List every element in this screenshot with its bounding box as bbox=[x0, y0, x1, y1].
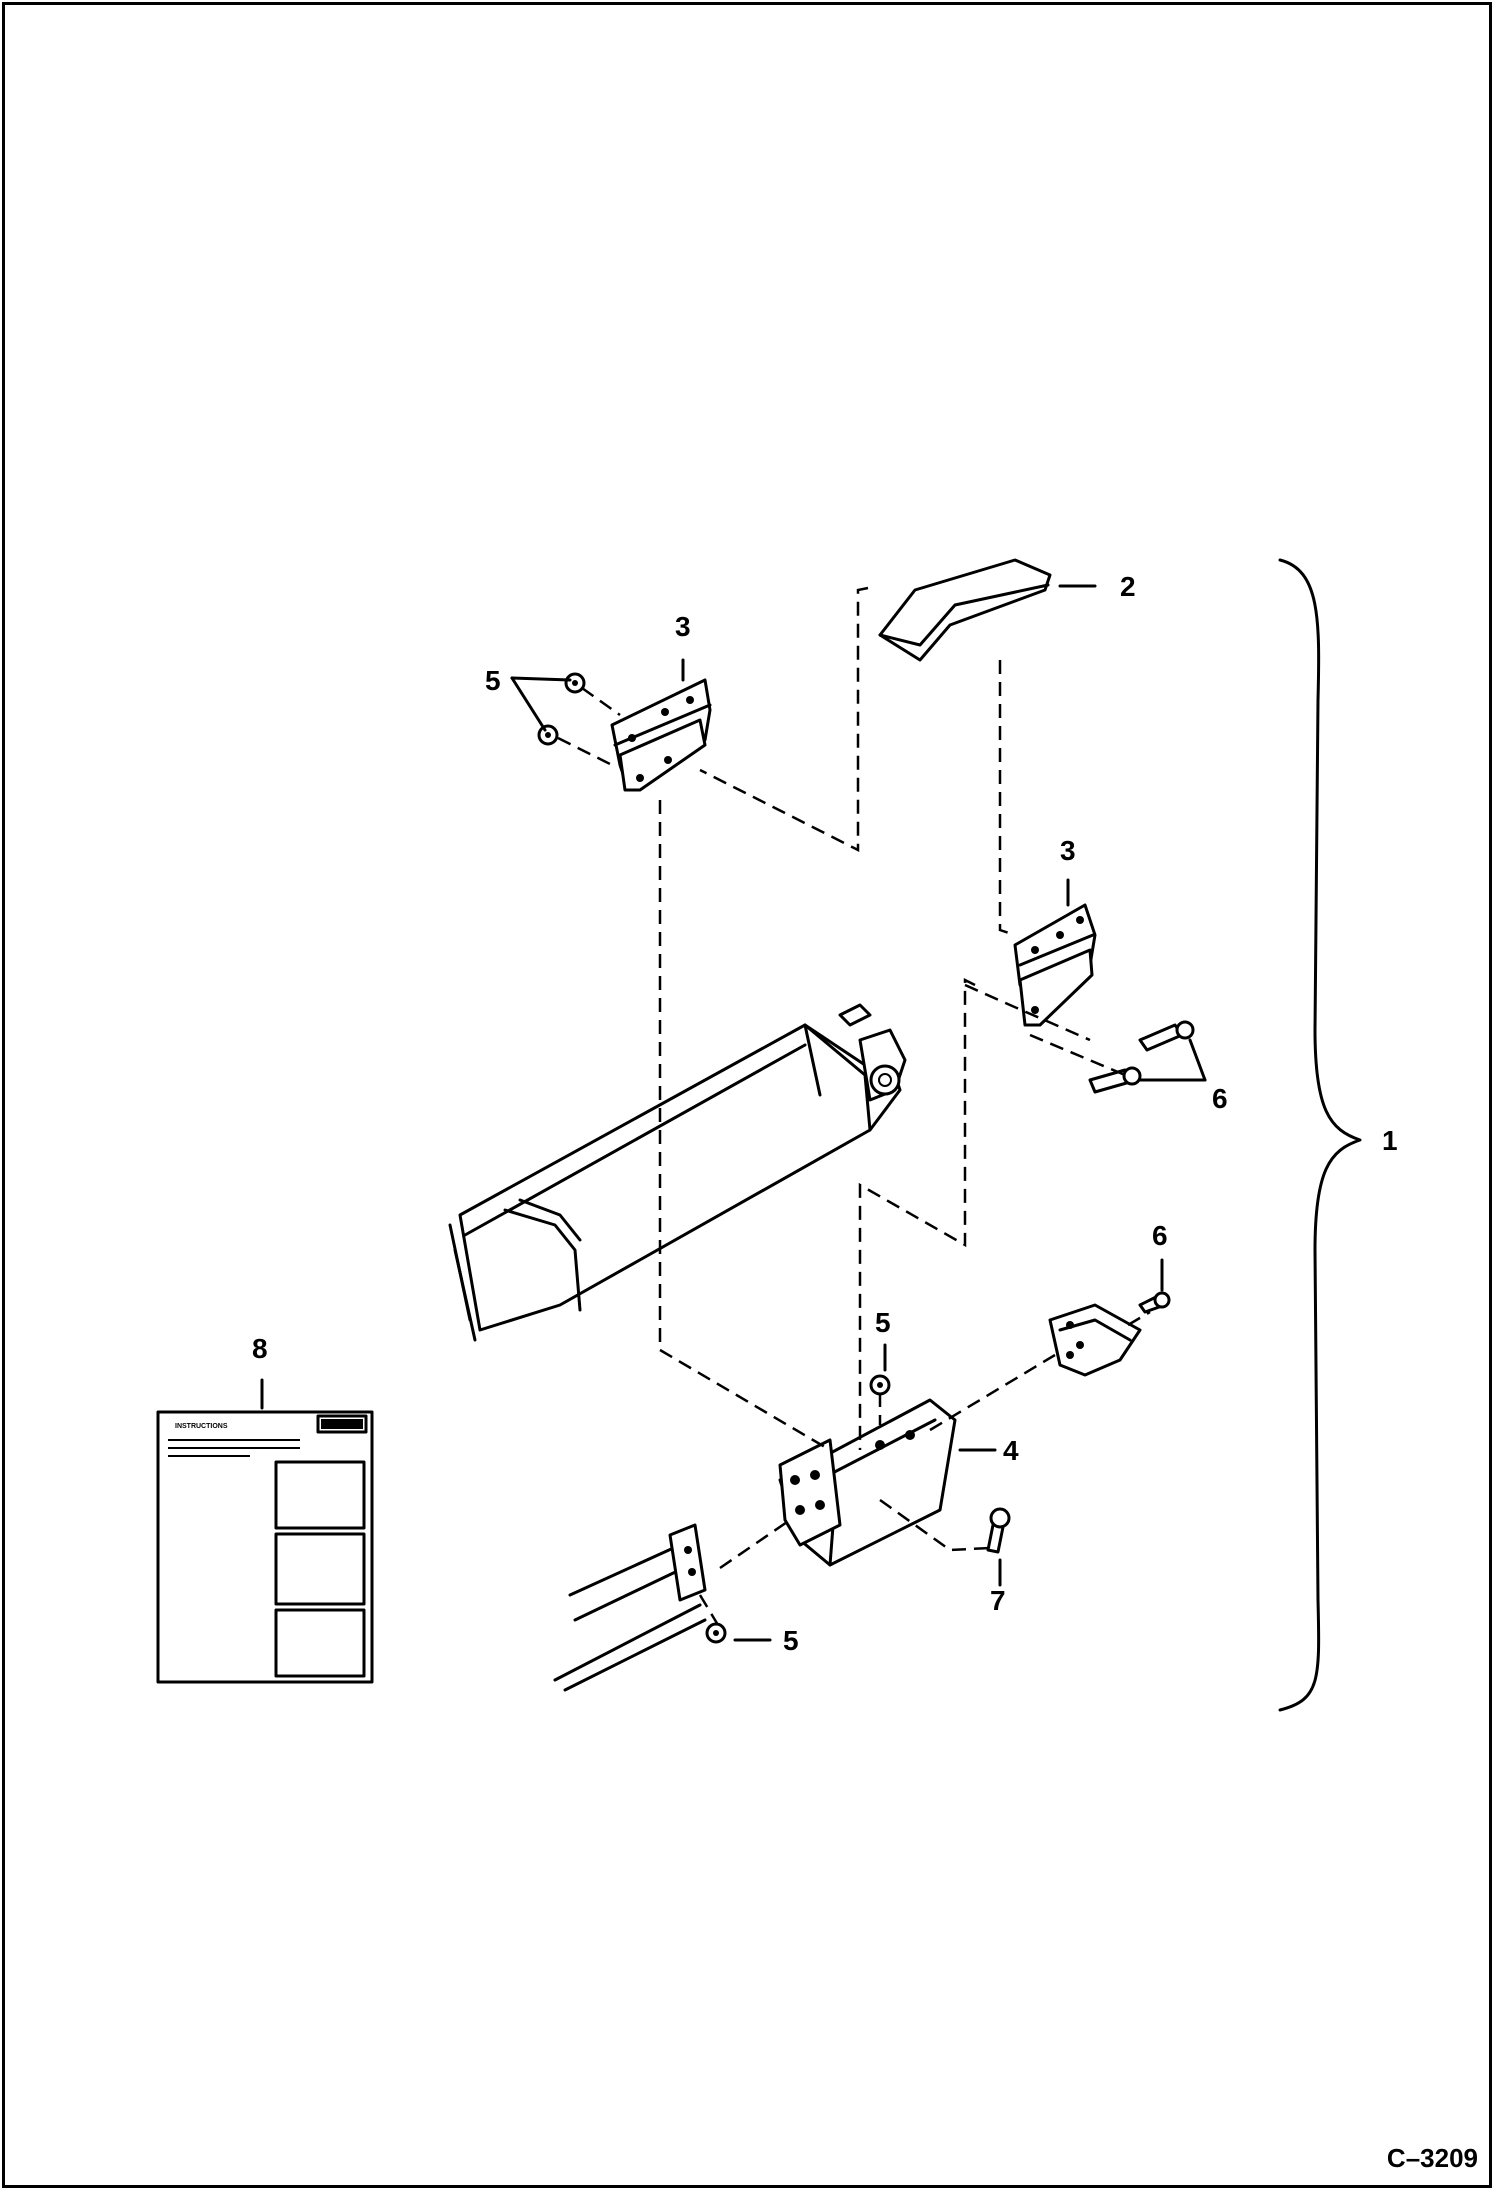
callout-2: 2 bbox=[1120, 571, 1136, 602]
callout-6-right: 6 bbox=[1212, 1083, 1228, 1114]
boom-arm bbox=[448, 1003, 907, 1342]
part-3-bracket-upper bbox=[610, 678, 712, 792]
part-7-bolt bbox=[986, 1507, 1011, 1554]
clip-bracket-right bbox=[1048, 1303, 1142, 1377]
assembly-dashed-lines bbox=[557, 586, 1151, 1626]
figure-id: C–3209 bbox=[1386, 2143, 1478, 2173]
decal-title: INSTRUCTIONS bbox=[175, 1423, 228, 1430]
leader-lines bbox=[260, 584, 1207, 1642]
callout-5-lower: 5 bbox=[783, 1625, 799, 1656]
part-2-pad bbox=[878, 558, 1052, 662]
lower-boom-section bbox=[553, 1523, 707, 1692]
part-6-bolts bbox=[1088, 1020, 1195, 1314]
callout-1: 1 bbox=[1382, 1125, 1398, 1156]
callout-7: 7 bbox=[990, 1585, 1006, 1616]
part-8-instruction-decal: INSTRUCTIONS bbox=[156, 1410, 374, 1684]
callout-5-middle: 5 bbox=[875, 1307, 891, 1338]
callout-6-lower: 6 bbox=[1152, 1220, 1168, 1251]
callout-4: 4 bbox=[1003, 1435, 1019, 1466]
callout-8: 8 bbox=[252, 1333, 268, 1364]
part-4-u-bracket bbox=[778, 1398, 957, 1567]
callout-3-upper: 3 bbox=[675, 611, 691, 642]
part-5-nuts bbox=[537, 672, 891, 1644]
callout-3-right: 3 bbox=[1060, 835, 1076, 866]
part-3-bracket-right bbox=[1013, 903, 1097, 1027]
assembly-brace bbox=[1278, 558, 1362, 1712]
callout-5-upper: 5 bbox=[485, 665, 501, 696]
